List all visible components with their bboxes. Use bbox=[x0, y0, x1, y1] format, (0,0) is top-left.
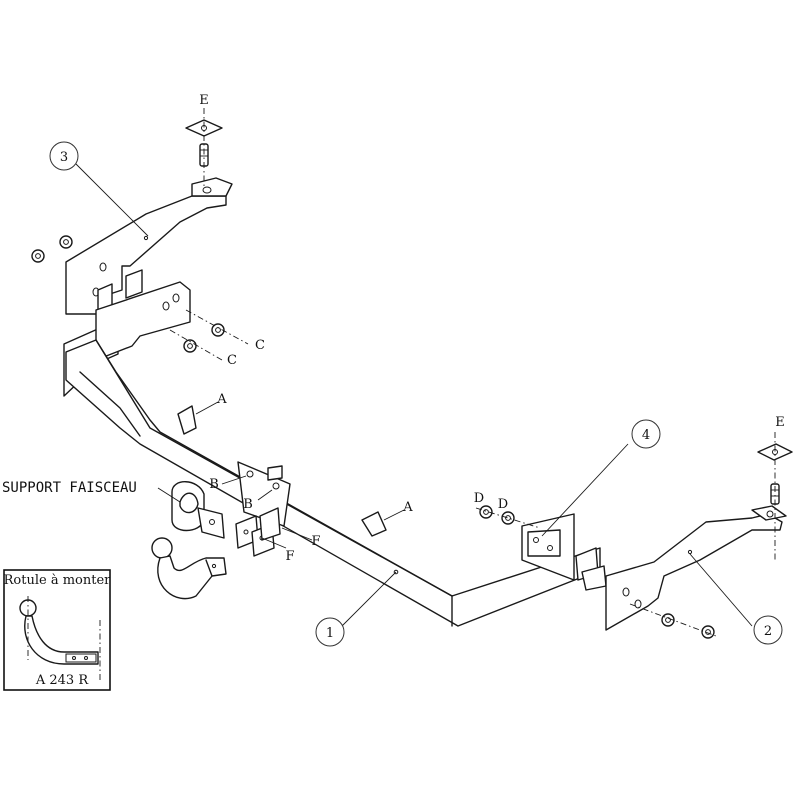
washers-c bbox=[169, 309, 249, 361]
leader-lines bbox=[73, 161, 753, 631]
fastener-plates-f bbox=[235, 507, 281, 557]
label-c-upper: C bbox=[255, 338, 265, 353]
ball-inset-box: Rotule à monter A 243 R bbox=[3, 569, 112, 691]
label-f-right: F bbox=[311, 534, 320, 549]
label-b-upper: B bbox=[209, 477, 219, 492]
bolt-assembly-e-top bbox=[185, 108, 223, 186]
right-side-bracket-2 bbox=[605, 505, 787, 639]
right-side-bracket-4 bbox=[521, 513, 607, 591]
callout-1: 1 bbox=[315, 617, 345, 647]
support-faisceau-label: SUPPORT FAISCEAU bbox=[2, 480, 137, 496]
label-e-right: E bbox=[775, 415, 785, 430]
label-b-lower: B bbox=[243, 497, 253, 512]
svg-text:1: 1 bbox=[326, 626, 334, 641]
inset-title: Rotule à monter bbox=[4, 573, 112, 588]
main-cross-bar bbox=[63, 281, 601, 627]
inset-code: A 243 R bbox=[35, 673, 89, 688]
svg-text:4: 4 bbox=[642, 428, 650, 443]
tow-ball bbox=[151, 537, 227, 600]
bolt-assembly-e-right bbox=[757, 432, 793, 560]
harness-support-clamp bbox=[171, 481, 225, 539]
callout-4: 4 bbox=[631, 419, 661, 449]
callout-3: 3 bbox=[49, 141, 79, 171]
label-a-left: A bbox=[216, 392, 227, 407]
label-c-lower: C bbox=[227, 353, 237, 368]
svg-text:3: 3 bbox=[60, 150, 68, 165]
callout-2: 2 bbox=[753, 615, 783, 645]
label-d-left: D bbox=[474, 491, 484, 506]
label-f-lower: F bbox=[285, 549, 294, 564]
label-d-right: D bbox=[498, 497, 508, 512]
label-e-top: E bbox=[199, 93, 209, 108]
left-side-bracket bbox=[31, 177, 233, 315]
washers-d bbox=[475, 505, 541, 529]
label-a-right: A bbox=[402, 500, 413, 515]
svg-text:2: 2 bbox=[764, 624, 772, 639]
